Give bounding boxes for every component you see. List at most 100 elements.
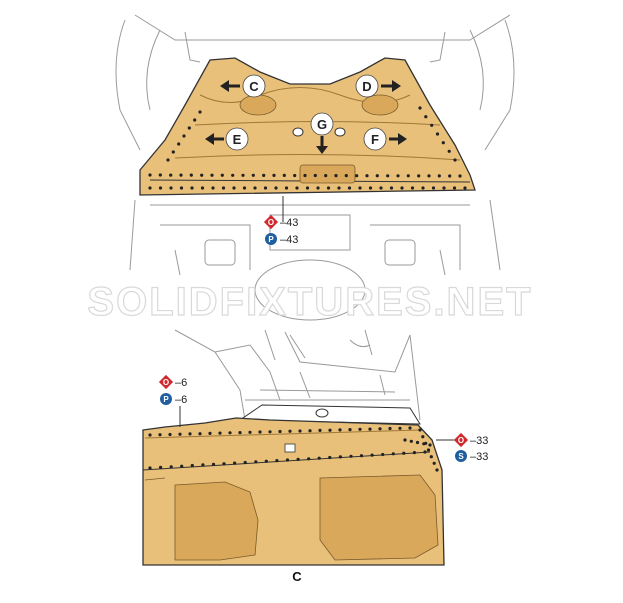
fastener-dot (222, 462, 226, 466)
red-diamond-marker-icon: O (158, 374, 174, 390)
fastener-dot (169, 186, 173, 190)
fastener-dot (187, 126, 191, 130)
fastener-dot (158, 433, 162, 437)
fastener-dot (396, 174, 400, 178)
blue-circle-marker-icon: P (265, 233, 277, 245)
fastener-dot (378, 427, 382, 431)
fastener-dot (254, 460, 258, 464)
fastener-dot (317, 456, 321, 460)
fastener-dot (262, 173, 266, 177)
fastener-dot (278, 429, 282, 434)
fastener-dot (448, 174, 452, 178)
fastener-dot (368, 186, 373, 190)
fastener-dot (316, 186, 320, 190)
fastener-dot (268, 430, 272, 434)
fastener-dot (417, 174, 421, 178)
detail-fastener-dots (148, 426, 439, 472)
fastener-dot (274, 186, 278, 190)
callout-d-label: D (362, 79, 371, 94)
fastener-dot (275, 459, 279, 463)
fastener-dot (193, 118, 197, 122)
callout-c: C (220, 74, 266, 98)
fastener-dot (148, 433, 152, 437)
red-diamond-marker-icon: O (263, 214, 279, 230)
fastener-dot (198, 432, 202, 436)
fastener-dot (418, 106, 422, 110)
fastener-dot (218, 431, 222, 435)
fastener-dot (424, 115, 428, 119)
fastener-dot (358, 186, 362, 190)
fastener-dot (348, 428, 352, 432)
fastener-dot (421, 186, 425, 190)
fastener-dot (318, 428, 322, 432)
fastener-dot (178, 432, 182, 436)
fastener-dot (431, 186, 436, 190)
fastener-dot (368, 427, 372, 431)
fastener-dot (421, 435, 425, 439)
detail-left-value-1: –6 (175, 377, 187, 389)
fastener-dot (365, 174, 369, 178)
fastener-dot (177, 142, 181, 146)
fastener-dot (298, 429, 302, 433)
fastener-dot (403, 438, 407, 442)
callout-c-label: C (249, 79, 259, 94)
fastener-dot (328, 455, 332, 460)
fastener-dot (308, 429, 312, 433)
watermark-text: SOLIDFIXTURES.NET (87, 280, 532, 324)
top-body-outline (115, 14, 515, 321)
fastener-dot (148, 186, 152, 190)
svg-text:P: P (268, 235, 274, 244)
svg-text:O: O (163, 378, 169, 387)
fastener-dot (388, 426, 392, 431)
fastener-dot (428, 443, 432, 447)
fastener-dot (200, 173, 204, 177)
fastener-dot (423, 450, 427, 454)
fastener-dot (293, 173, 297, 178)
fastener-dot (358, 427, 362, 431)
fastener-dot (410, 186, 415, 190)
detail-right-legend: O –33 S –33 (436, 432, 488, 463)
fastener-dot (166, 158, 170, 162)
fastener-dot (182, 134, 186, 138)
fastener-dot (429, 455, 433, 459)
callout-g-label: G (317, 117, 327, 132)
detail-body-outline (174, 329, 421, 421)
detail-right-value-2: –33 (470, 451, 488, 463)
fastener-dot (334, 174, 338, 178)
fastener-dot (242, 186, 247, 190)
fastener-dot (258, 430, 262, 434)
callout-d: D (355, 74, 401, 98)
fastener-dot (220, 173, 224, 177)
fastener-dot (169, 173, 173, 177)
top-floor-mat (139, 57, 476, 196)
fastener-dot (422, 442, 426, 446)
fastener-dot (408, 426, 412, 430)
fastener-dot (386, 174, 390, 178)
callout-e-label: E (233, 132, 242, 147)
fastener-dot (211, 186, 215, 190)
fastener-dot (338, 455, 342, 459)
fastener-dot (344, 174, 348, 178)
fastener-dot (415, 440, 420, 445)
fastener-dot (282, 173, 286, 177)
svg-text:S: S (458, 452, 464, 461)
fastener-dot (379, 186, 383, 190)
detail-left-value-2: –6 (175, 394, 187, 406)
callout-e: E (205, 127, 249, 151)
fastener-dot (412, 451, 416, 455)
fastener-dot (458, 174, 462, 178)
fastener-dot (437, 174, 441, 178)
fastener-dot (447, 149, 451, 153)
fastener-dot (168, 432, 172, 437)
fastener-dot (305, 186, 310, 190)
fastener-dot (337, 186, 341, 190)
fastener-dot (432, 461, 436, 465)
fastener-dot (228, 431, 232, 435)
callout-f-label: F (371, 132, 379, 147)
fastener-dot (253, 186, 257, 190)
fastener-dot (398, 426, 402, 430)
blue-circle-marker-icon: P (160, 393, 172, 405)
fastener-dot (264, 459, 268, 463)
fastener-dot (251, 173, 255, 177)
fastener-dot (426, 448, 431, 452)
